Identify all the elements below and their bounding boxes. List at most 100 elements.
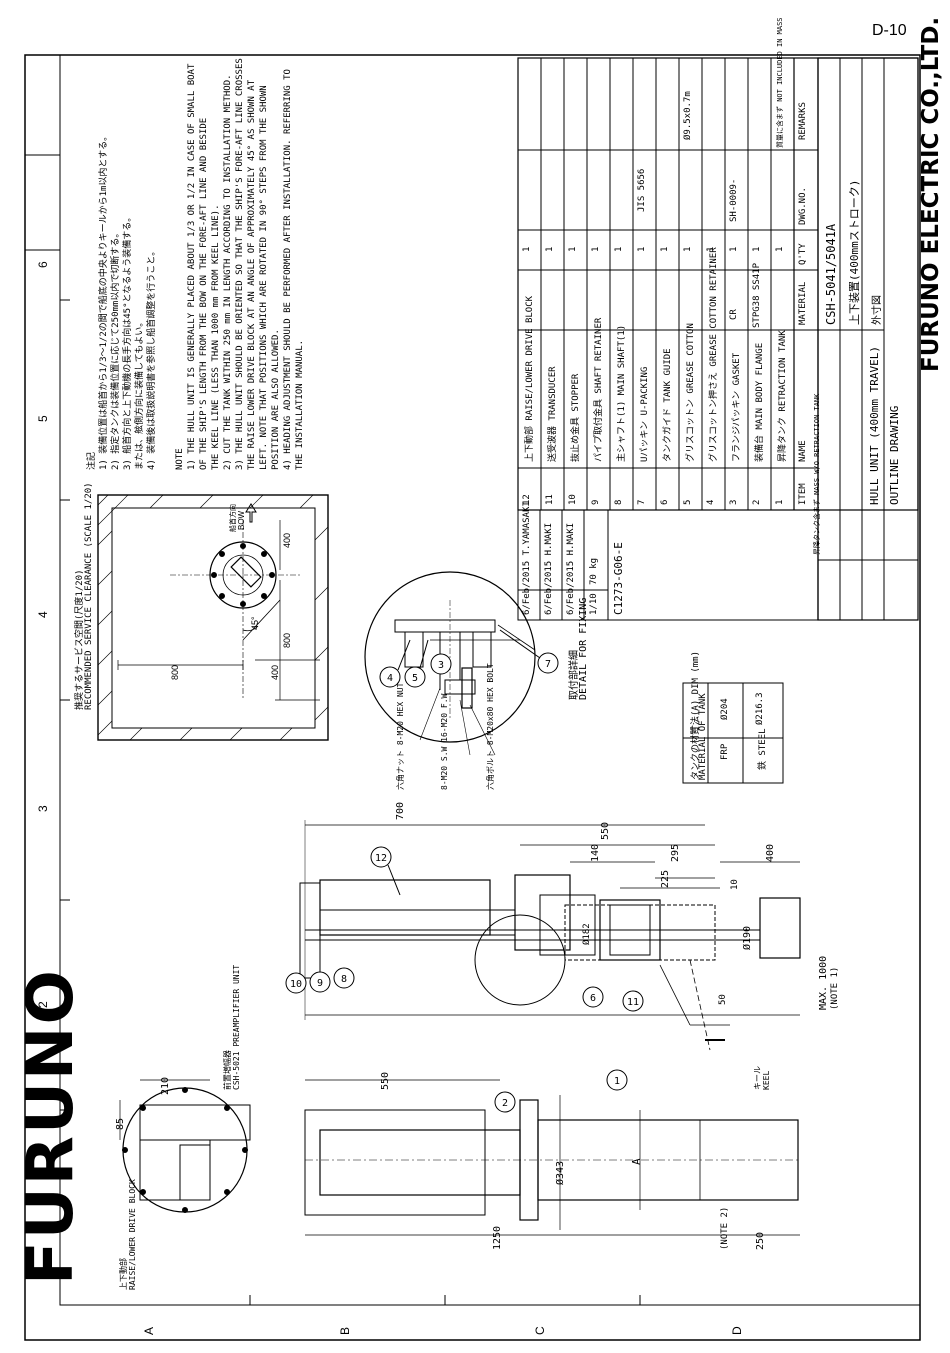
- detail-title-en: DETAIL FOR FIXING: [578, 597, 589, 700]
- company-name: FURUNO ELECTRIC CO.,LTD.: [918, 16, 944, 372]
- grid-col-3: 3: [36, 805, 50, 812]
- tank-material-table: [682, 682, 784, 784]
- parts-row-9-qty: 1: [591, 246, 601, 252]
- dim-190: Ø190: [742, 925, 753, 950]
- side-dim-note-2: (NOTE 2): [720, 1206, 730, 1250]
- parts-row-2-qty: 1: [752, 246, 762, 252]
- title-name-jp: 上下装置(400mmストローク): [848, 179, 861, 325]
- parts-row-3-no: 3: [729, 499, 739, 505]
- main-hull-view: [299, 820, 801, 1051]
- top-drive: RAISE/LOWER DRIVE BLOCK: [128, 1179, 137, 1290]
- parts-row-6-name: タンクガイド TANK GUIDE: [663, 348, 673, 462]
- parts-row-12-qty: 1: [522, 246, 532, 252]
- notes-en-7: LEFT. NOTE THAT POSITIONS WHICH ARE ROTA…: [259, 85, 269, 470]
- parts-row-7-no: 7: [637, 499, 647, 505]
- parts-row-1-qty: 1: [775, 246, 785, 252]
- side-dim-343: Ø343: [555, 1160, 566, 1185]
- parts-row-9-no: 9: [591, 499, 601, 505]
- title-dwg-no: C1273-G06-E: [612, 542, 625, 615]
- parts-row-7-name: Uパッキン U-PACKING: [640, 366, 650, 462]
- parts-row-11-qty: 1: [545, 246, 555, 252]
- tank-a-header: 寸法(A) DIM (mm): [691, 650, 701, 734]
- detail-hex-nut: 六角ナット 8-M20 HEX NUT: [396, 682, 405, 790]
- callout-8: 8: [341, 974, 347, 985]
- tank-row-2-dim: Ø216.3: [755, 692, 765, 725]
- clearance-dim-400-a: 400: [282, 532, 292, 548]
- notes-jp-4: または、舷側方向に装備してもよい。: [135, 317, 145, 470]
- parts-row-3-qty: 1: [729, 246, 739, 252]
- parts-row-2-name: 装備台 MAIN BODY FLANGE: [755, 342, 765, 462]
- title-checked: 6/Feb/2015 H.MAKI: [544, 522, 554, 615]
- callout-2: 2: [502, 1098, 508, 1109]
- grid-row-c: C: [533, 1326, 547, 1335]
- title-drawn: 6/Feb/2015 T.YAMASAKI: [522, 501, 532, 615]
- parts-row-1-name: 昇降タンク RETRACTION TANK: [778, 330, 788, 462]
- side-dim-a: A: [630, 1158, 643, 1165]
- top-preamp: CSH-5021 PREAMPLIFIER UNIT: [232, 964, 241, 1090]
- parts-row-11-no: 11: [545, 494, 555, 505]
- title-mass-note: 昇降タンク含まず MASS W/O RETRACTION TANK: [813, 393, 821, 555]
- callout-11: 11: [627, 997, 639, 1008]
- parts-row-10-qty: 1: [568, 246, 578, 252]
- parts-row-4-no: 4: [706, 499, 716, 505]
- main-callouts: [285, 846, 644, 1012]
- parts-row-2-no: 2: [752, 499, 762, 505]
- parts-row-8-name: 主シャフト(1) MAIN SHAFT(1): [617, 324, 627, 462]
- dim-225: 225: [660, 869, 671, 888]
- dim-700: 700: [395, 801, 406, 820]
- clearance-dim-400-b: 400: [270, 664, 280, 680]
- tank-row-2-material: 鉄 STEEL: [758, 728, 768, 770]
- dim-10: 10: [730, 879, 740, 890]
- clearance-dim-800-a: 800: [170, 664, 180, 680]
- notes-jp-3: 3) 船首方向と上下動機の長手方向は45°となるよう装備する。: [123, 212, 133, 470]
- notes-en-3: THE KEEL LINE (LESS THAN 1000 mm FROM KE…: [211, 204, 221, 470]
- notes-jp-header: 注記: [87, 451, 97, 470]
- notes-en-5: 3) THE HULL UNIT SHOULD BE ORIENTED SO T…: [235, 58, 245, 470]
- notes-en-4: 2) CUT THE TANK WITHIN 250 mm IN LENGTH …: [223, 74, 233, 470]
- title-scale: 1/10: [589, 593, 599, 615]
- side-dim-550: 550: [380, 1071, 391, 1090]
- grid-col-6: 6: [36, 261, 50, 268]
- dim-note-1: (NOTE 1): [830, 966, 840, 1010]
- notes-japanese: 注記 1) 装備位置は船首から1/3〜1/2の間で船底の中央よりキールから1m以…: [86, 132, 158, 470]
- title-name-en: HULL UNIT (400mm TRAVEL): [868, 346, 881, 505]
- parts-header-material: MATERIAL: [798, 281, 808, 325]
- top-dim-210: 210: [160, 1076, 171, 1095]
- furuno-logo: FURUNO: [14, 968, 88, 1285]
- dim-max-1000: MAX. 1000: [818, 955, 829, 1010]
- parts-row-7-qty: 1: [637, 246, 647, 252]
- clearance-bow-en: BOW: [237, 510, 246, 530]
- parts-row-7-dwg: JIS 5656: [637, 168, 647, 212]
- notes-en-2: OF THE SHIP'S LENGTH FROM THE BOW ON THE…: [199, 117, 209, 470]
- title-outline-jp: 外寸図: [872, 295, 883, 325]
- notes-en-header: NOTE: [175, 448, 185, 470]
- detail-bolts: 8-M20 S.W 16-M20 F.W: [440, 693, 449, 790]
- parts-row-3-material: CR: [729, 309, 739, 320]
- detail-hex-bolt: 六角ボルト 8-M20x80 HEX BOLT: [486, 663, 495, 790]
- parts-header-name: NAME: [798, 440, 808, 462]
- parts-row-5-name: グリスコットン GREASE COTTON: [686, 323, 696, 462]
- parts-header-dwg: DWG.NO.: [798, 187, 808, 225]
- parts-row-3-name: フランジパッキン GASKET: [732, 352, 742, 462]
- parts-row-8-no: 8: [614, 499, 624, 505]
- notes-en-10: THE INSTALLATION MANUAL.: [295, 339, 305, 470]
- parts-row-11-name: 送受波器 TRANSDUCER: [548, 366, 558, 462]
- dim-182: Ø182: [582, 923, 592, 945]
- parts-row-6-no: 6: [660, 499, 670, 505]
- grid-row-d: D: [730, 1326, 744, 1335]
- notes-jp-5: 4) 装備後は取扱説明書を参照し船首調整を行うこと。: [147, 246, 157, 470]
- notes-english: NOTE 1) THE HULL UNIT IS GENERALLY PLACE…: [174, 58, 306, 470]
- parts-row-8-qty: 1: [614, 246, 624, 252]
- parts-header-item: ITEM: [798, 483, 808, 505]
- parts-table-grid: [517, 57, 919, 620]
- title-model: CSH-5041/5041A: [824, 223, 838, 325]
- grid-col-5: 5: [36, 415, 50, 422]
- parts-row-4-name: グリスコットン押さえ GREASE COTTON RETAINER: [709, 247, 719, 462]
- side-dim-250: 250: [755, 1231, 766, 1250]
- parts-row-10-name: 抜止め金具 STOPPER: [571, 373, 581, 462]
- inner-frame: [59, 54, 921, 1306]
- callout-12: 12: [375, 853, 387, 864]
- title-outline-en: OUTLINE DRAWING: [888, 405, 901, 505]
- dim-50: 50: [718, 994, 728, 1005]
- notes-en-1: 1) THE HULL UNIT IS GENERALLY PLACED ABO…: [187, 63, 197, 470]
